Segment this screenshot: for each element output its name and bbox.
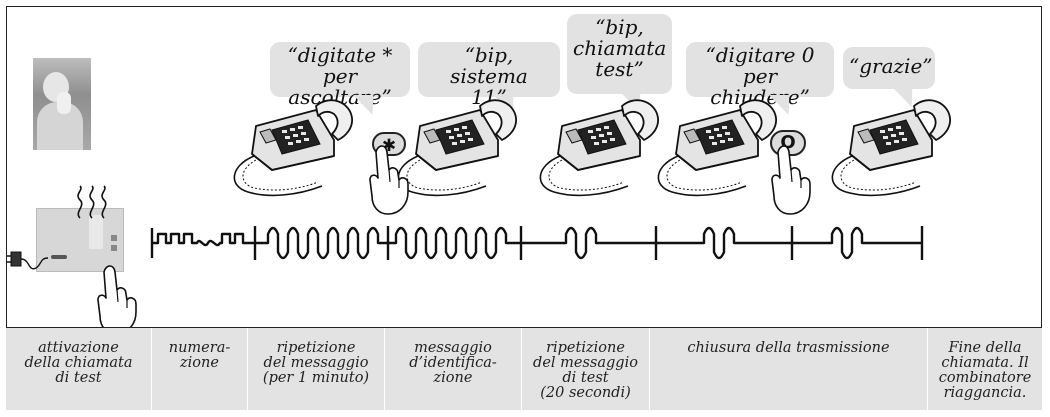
speech-bubble-digitate: “digitate * per ascoltare” (270, 42, 410, 115)
person-photo (33, 58, 91, 150)
signal-timeline (150, 226, 924, 260)
bubble-text: “bip, chiamata test” (573, 15, 667, 81)
bubble-text: “digitare 0 per chiudere” (705, 43, 815, 109)
bubble-text: “bip, sistema 11” (450, 43, 528, 109)
bubble-text: “digitate * per ascoltare” (287, 43, 393, 109)
step-label: chiusura della trasmissione (650, 328, 928, 411)
step-label: numera- zione (152, 328, 248, 411)
signal-squiggle-icon (77, 185, 107, 219)
speech-bubble-digitare-zero: “digitare 0 per chiudere” (686, 42, 834, 115)
speech-bubble-sistema: “bip, sistema 11” (418, 42, 560, 115)
steps-footer: attivazione della chiamata di test numer… (6, 327, 1042, 411)
power-plug-icon (7, 251, 49, 270)
hand-icon (771, 145, 811, 215)
step-label: ripetizione del messaggio di test (20 se… (522, 328, 650, 411)
phone-icon (233, 99, 353, 197)
hand-icon (97, 265, 137, 335)
phone-icon (539, 99, 659, 197)
speech-bubble-chiamata-test: “bip, chiamata test” (567, 14, 672, 112)
step-label: attivazione della chiamata di test (6, 328, 152, 411)
step-label: messaggio d’identifica- zione (385, 328, 522, 411)
speech-bubble-grazie: “grazie” (843, 47, 935, 107)
hand-icon (369, 145, 409, 215)
step-label: Fine della chiamata. Il combinatore riag… (938, 340, 1032, 401)
phone-icon (397, 99, 517, 197)
step-label: ripetizione del messaggio (per 1 minuto) (248, 328, 385, 411)
phone-icon (831, 99, 951, 197)
phone-icon (657, 99, 777, 197)
bubble-text: “grazie” (849, 54, 933, 78)
